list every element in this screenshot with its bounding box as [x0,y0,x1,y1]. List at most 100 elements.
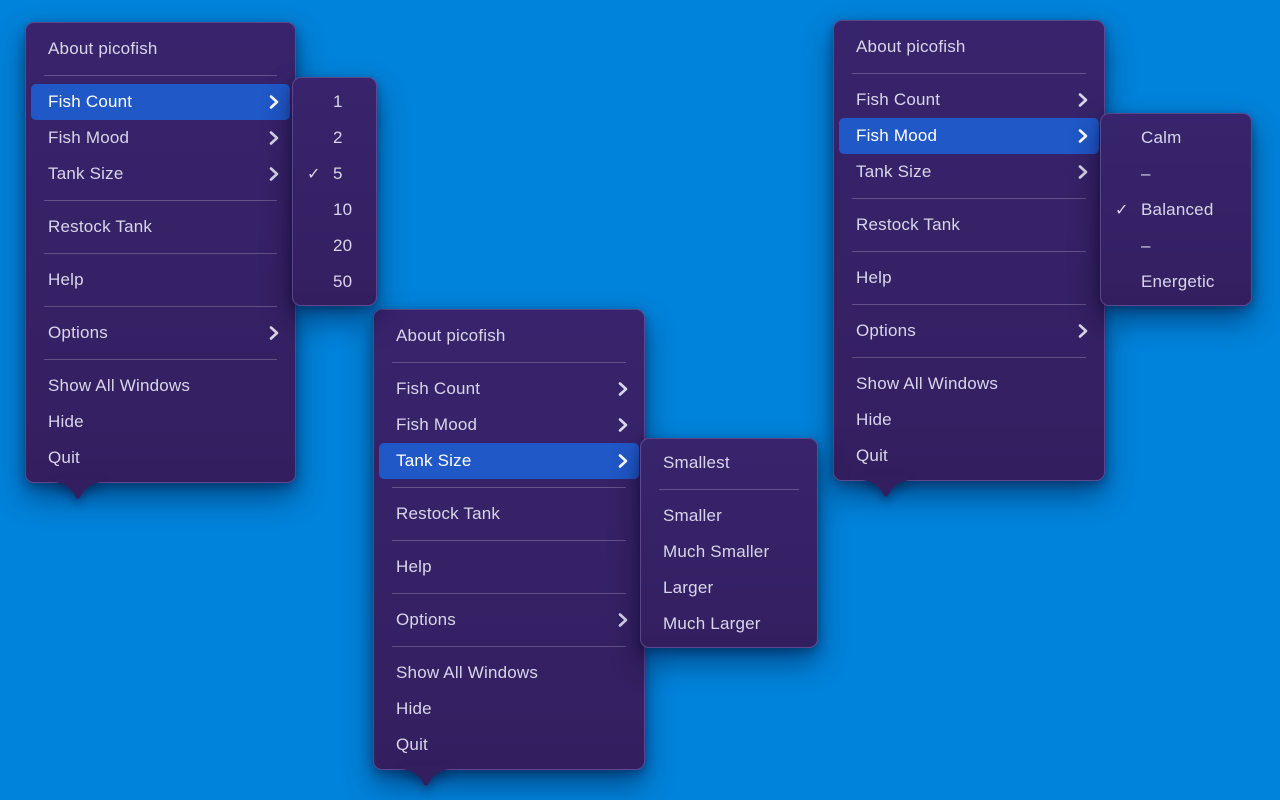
menu-item-quit[interactable]: Quit [379,727,639,763]
menu-item-label: Fish Count [856,90,941,109]
menu-item-about-picofish[interactable]: About picofish [31,31,290,67]
submenu-item-50[interactable]: 50 [298,264,371,300]
menu-item-label: Tank Size [856,162,932,181]
menu-item-options[interactable]: Options [31,315,290,351]
menu-separator [392,540,626,541]
menu-pointer-tail [403,765,449,788]
chevron-right-icon [618,453,628,469]
menu-item-fish-mood[interactable]: Fish Mood [379,407,639,443]
menu-item-quit[interactable]: Quit [31,440,290,476]
menu-item-label: Help [48,270,84,289]
menu-item-label: Tank Size [48,164,124,183]
chevron-right-icon [269,130,279,146]
menu-item-label: 1 [333,92,343,111]
menu-item-show-all-windows[interactable]: Show All Windows [31,368,290,404]
submenu-item-smaller[interactable]: Smaller [646,498,812,534]
menu-separator [392,362,626,363]
chevron-right-icon [1078,164,1088,180]
checkmark-icon: ✓ [1115,202,1129,219]
menu-item-help[interactable]: Help [379,549,639,585]
menu-item-label: Options [48,323,108,342]
menu-item-label: Quit [856,446,888,465]
menu-item-options[interactable]: Options [379,602,639,638]
menu-item-fish-mood[interactable]: Fish Mood [31,120,290,156]
menu-item-help[interactable]: Help [839,260,1099,296]
menu-item-restock-tank[interactable]: Restock Tank [31,209,290,245]
menu-item-about-picofish[interactable]: About picofish [839,29,1099,65]
submenu-item-1[interactable]: 1 [298,84,371,120]
submenu-item-smallest[interactable]: Smallest [646,445,812,481]
menu-item-label: Tank Size [396,451,472,470]
menu-item-tank-size[interactable]: Tank Size [839,154,1099,190]
submenu-item-larger[interactable]: Larger [646,570,812,606]
submenu-item-much-larger[interactable]: Much Larger [646,606,812,642]
submenu-item-5[interactable]: ✓ 5 [298,156,371,192]
menu-item-fish-count[interactable]: Fish Count [839,82,1099,118]
menu-item-restock-tank[interactable]: Restock Tank [379,496,639,532]
menu-item-hide[interactable]: Hide [379,691,639,727]
submenu-item-2[interactable]: 2 [298,120,371,156]
menu-item-about-picofish[interactable]: About picofish [379,318,639,354]
menu-item-tank-size[interactable]: Tank Size [31,156,290,192]
chevron-right-icon [269,94,279,110]
menu-item-restock-tank[interactable]: Restock Tank [839,207,1099,243]
chevron-right-icon [1078,92,1088,108]
menu-item-label: Show All Windows [396,663,539,682]
menu-separator [392,646,626,647]
menu-item-label: About picofish [48,39,158,58]
menu-separator [852,357,1086,358]
menu-item-label: Show All Windows [48,376,191,395]
submenu-item-calm[interactable]: Calm [1106,120,1246,156]
submenu-item-energetic[interactable]: Energetic [1106,264,1246,300]
submenu-item-balanced[interactable]: ✓ Balanced [1106,192,1246,228]
submenu-item-much-smaller[interactable]: Much Smaller [646,534,812,570]
menu-item-label: 50 [333,272,353,291]
menu-item-label: – [1141,164,1151,183]
menu-separator [44,200,277,201]
checkmark-icon: ✓ [307,166,321,183]
menu-item-label: Options [856,321,916,340]
menu-item-show-all-windows[interactable]: Show All Windows [839,366,1099,402]
menu-item-label: Options [396,610,456,629]
submenu-item-dash-2[interactable]: – [1106,228,1246,264]
submenu-item-dash-1[interactable]: – [1106,156,1246,192]
menu-item-tank-size[interactable]: Tank Size [379,443,639,479]
menu-item-label: Restock Tank [48,217,153,236]
dock-context-menu-right: About picofish Fish Count Fish Mood Tank… [833,20,1105,497]
dock-context-menu-middle: About picofish Fish Count Fish Mood Tank… [373,309,645,786]
menu-separator [852,73,1086,74]
menu-item-label: Calm [1141,128,1182,147]
menu-item-label: Hide [856,410,892,429]
submenu-tank-size: Smallest Smaller Much Smaller Larger Muc… [640,438,818,648]
menu-item-fish-count[interactable]: Fish Count [379,371,639,407]
menu-item-label: Fish Mood [856,126,938,145]
menu-item-hide[interactable]: Hide [31,404,290,440]
menu-item-fish-mood[interactable]: Fish Mood [839,118,1099,154]
menu-separator [44,359,277,360]
menu-item-help[interactable]: Help [31,262,290,298]
menu-item-label: Help [856,268,892,287]
submenu-item-20[interactable]: 20 [298,228,371,264]
menu-item-label: Quit [396,735,428,754]
menu-item-label: Help [396,557,432,576]
menu-separator [392,593,626,594]
chevron-right-icon [618,381,628,397]
menu-separator [44,253,277,254]
chevron-right-icon [1078,323,1088,339]
menu-item-label: Smaller [663,506,723,525]
menu-item-show-all-windows[interactable]: Show All Windows [379,655,639,691]
menu-item-label: 20 [333,236,353,255]
menu-item-fish-count[interactable]: Fish Count [31,84,290,120]
submenu-fish-mood: Calm – ✓ Balanced – Energetic [1100,113,1252,306]
menu-item-quit[interactable]: Quit [839,438,1099,474]
menu-pointer-tail [55,478,101,501]
menu-item-hide[interactable]: Hide [839,402,1099,438]
menu-item-label: Fish Count [48,92,133,111]
menu-item-label: 10 [333,200,353,219]
submenu-item-10[interactable]: 10 [298,192,371,228]
menu-item-label: 5 [333,164,343,183]
menu-item-label: Hide [396,699,432,718]
menu-item-label: About picofish [396,326,506,345]
menu-item-options[interactable]: Options [839,313,1099,349]
menu-item-label: 2 [333,128,343,147]
